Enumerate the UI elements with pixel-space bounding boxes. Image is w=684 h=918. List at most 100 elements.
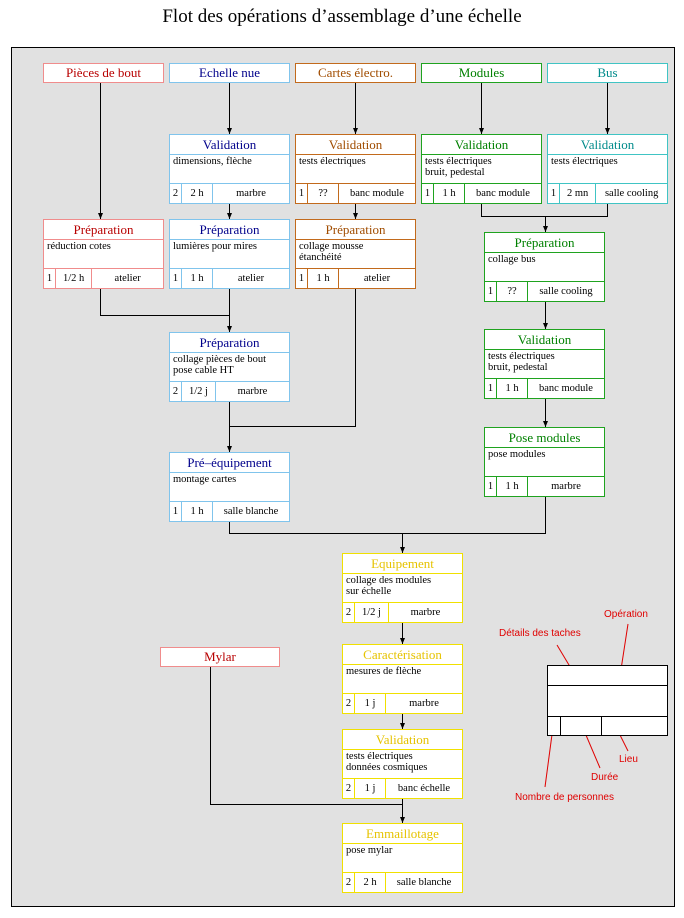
input-bus: Bus <box>547 63 668 83</box>
persons-count: 1 <box>44 269 56 288</box>
persons-count: 2 <box>170 382 182 401</box>
location: atelier <box>114 273 141 284</box>
legend-footer <box>548 717 667 735</box>
operation-echelle-validation: Validation dimensions, flèche 2 2 h marb… <box>169 134 290 204</box>
detail-line: tests électriques <box>346 751 413 762</box>
detail-line: réduction cotes <box>47 241 111 252</box>
detail-line: pose modules <box>488 449 546 460</box>
duration: 1 j <box>355 694 386 713</box>
legend-pointer-persons <box>544 726 554 788</box>
location: marbre <box>236 188 266 199</box>
persons-count: 2 <box>343 694 355 713</box>
operation-title: Emmaillotage <box>343 824 462 844</box>
duration: 1 h <box>497 477 528 496</box>
persons-count: 1 <box>548 184 560 203</box>
detail-line: collage des modules <box>346 575 432 586</box>
location: atelier <box>237 273 265 284</box>
operation-details: pose modules <box>485 448 604 476</box>
operation-emmaillotage: Emmaillotage pose mylar 2 2 h salle blan… <box>342 823 463 893</box>
detail-line: bruit, pedestal <box>488 362 548 373</box>
operation-details: tests électriques <box>548 155 667 183</box>
operation-footer: 1 2 mn salle cooling <box>548 183 667 203</box>
legend-details-cell <box>548 686 667 717</box>
duration: 1 h <box>182 502 213 521</box>
operation-footer: 1 ?? salle cooling <box>485 281 604 301</box>
detail-line: mesures de flèche <box>346 666 422 677</box>
operation-details: tests électriques bruit, pedestal <box>485 350 604 378</box>
operation-title: Validation <box>170 135 289 155</box>
operation-footer: 2 1/2 j marbre <box>343 602 462 622</box>
detail-line: pose cable HT <box>173 365 234 376</box>
connector-mylar-join <box>210 666 403 805</box>
detail-line: dimensions, flèche <box>173 156 252 167</box>
operation-footer: 1 1 h salle blanche <box>170 501 289 521</box>
location: salle blanche <box>223 506 279 517</box>
connector-cartes-preparation-join <box>229 289 356 427</box>
connector-pieces-preparation-join <box>100 289 230 316</box>
legend-label-operation: Opération <box>604 609 648 620</box>
operation-details: collage pièces de bout pose cable HT <box>170 353 289 381</box>
duration: ?? <box>497 282 528 301</box>
input-cartes-electro: Cartes électro. <box>295 63 416 83</box>
persons-count: 1 <box>296 184 308 203</box>
detail-line: tests électriques <box>551 156 618 167</box>
operation-details: collage des modules sur échelle <box>343 574 462 602</box>
operation-details: tests électriques données cosmiques <box>343 750 462 778</box>
persons-count: 2 <box>343 603 355 622</box>
persons-count: 1 <box>422 184 434 203</box>
persons-count: 2 <box>170 184 182 203</box>
operation-footer: 2 2 h marbre <box>170 183 289 203</box>
duration: 2 h <box>182 184 213 203</box>
duration: 2 h <box>355 873 386 892</box>
detail-line: sur échelle <box>346 586 392 597</box>
persons-count: 1 <box>485 379 497 398</box>
connector-pose-modules-pre-equipement-join <box>229 496 546 534</box>
location: marbre <box>409 698 439 709</box>
operation-title: Validation <box>422 135 541 155</box>
location: atelier <box>363 273 391 284</box>
operation-title: Caractérisation <box>343 645 462 665</box>
operation-title: Préparation <box>485 233 604 253</box>
location: banc échelle <box>397 783 451 794</box>
persons-count: 1 <box>485 477 497 496</box>
operation-pieces-preparation: Préparation réduction cotes 1 1/2 h atel… <box>43 219 164 289</box>
operation-footer: 1 1 h atelier <box>296 268 415 288</box>
operation-footer: 2 1 j banc échelle <box>343 778 462 798</box>
detail-line: collage pièces de bout <box>173 354 267 365</box>
operation-title: Validation <box>296 135 415 155</box>
persons-count: 1 <box>485 282 497 301</box>
input-mylar: Mylar <box>160 647 280 667</box>
operation-footer: 2 1 j marbre <box>343 693 462 713</box>
location: marbre <box>551 481 581 492</box>
operation-title: Validation <box>548 135 667 155</box>
operation-title: Préparation <box>170 333 289 353</box>
persons-count: 1 <box>296 269 308 288</box>
operation-title: Pose modules <box>485 428 604 448</box>
location: banc module <box>476 188 530 199</box>
duration: 1 h <box>182 269 213 288</box>
legend-label-duration: Durée <box>591 772 619 783</box>
legend-persons-cell <box>548 717 561 735</box>
detail-line: pose mylar <box>346 845 393 856</box>
operation-cartes-preparation: Préparation collage mousse étanchéité 1 … <box>295 219 416 289</box>
operation-echelle-preparation: Préparation lumières pour mires 1 1 h at… <box>169 219 290 289</box>
location: marbre <box>410 607 441 618</box>
duration: 1 h <box>497 379 528 398</box>
operation-cartes-validation: Validation tests électriques 1 ?? banc m… <box>295 134 416 204</box>
operation-title: Préparation <box>296 220 415 240</box>
operation-footer: 1 1 h banc module <box>485 378 604 398</box>
detail-line: tests électriques <box>425 156 492 167</box>
operation-pre-equipement: Pré–équipement montage cartes 1 1 h sall… <box>169 452 290 522</box>
diagram-title: Flot des opérations d’assemblage d’une é… <box>162 6 522 27</box>
operation-footer: 1 1/2 h atelier <box>44 268 163 288</box>
duration: 1 h <box>434 184 465 203</box>
location: salle blanche <box>396 877 452 888</box>
persons-count: 2 <box>343 873 355 892</box>
operation-caracterisation: Caractérisation mesures de flèche 2 1 j … <box>342 644 463 714</box>
operation-details: mesures de flèche <box>343 665 462 693</box>
operation-modules-validation: Validation tests électriques bruit, pede… <box>421 134 542 204</box>
location: salle cooling <box>604 188 659 199</box>
detail-line: lumières pour mires <box>173 241 257 252</box>
duration: ?? <box>308 184 339 203</box>
duration: 1/2 j <box>182 382 216 401</box>
